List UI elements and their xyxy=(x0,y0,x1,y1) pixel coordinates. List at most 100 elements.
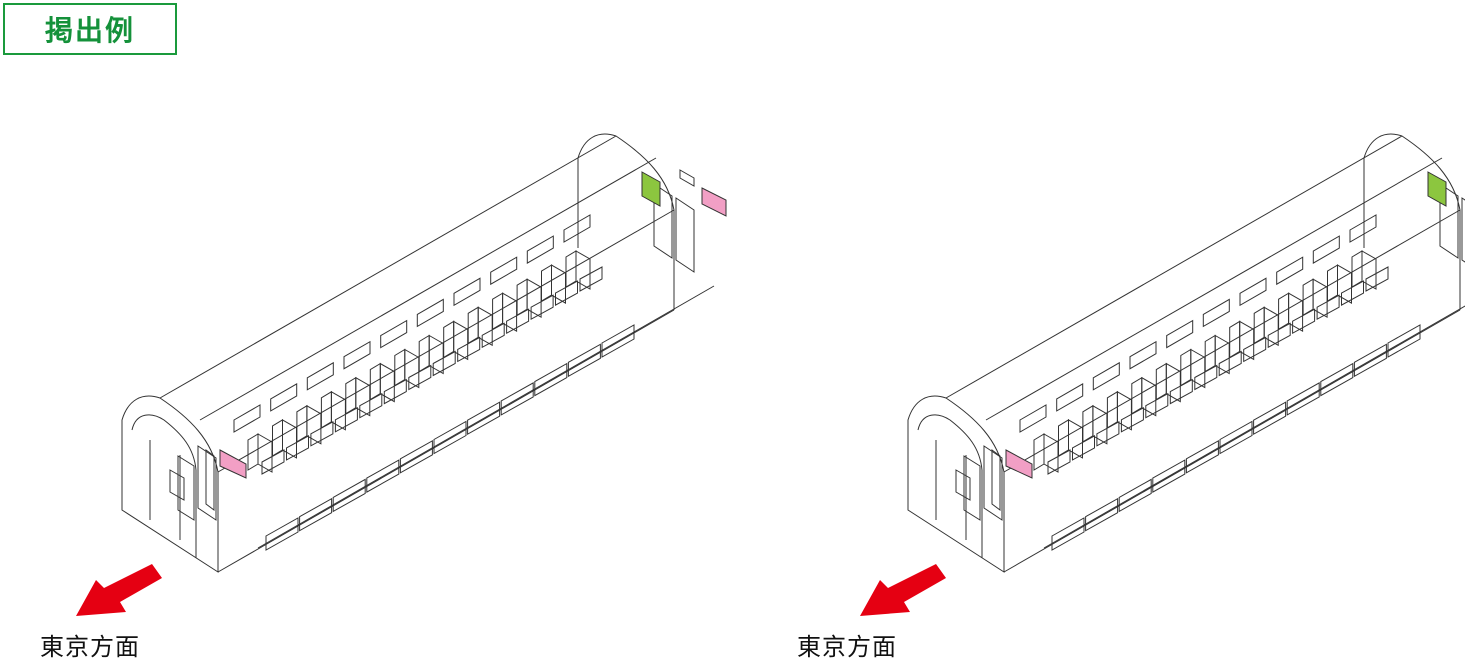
side-window-8 xyxy=(1320,362,1354,397)
rear-end-wall xyxy=(577,133,675,310)
upper-window-6 xyxy=(1239,277,1267,307)
seat-cushion-7 xyxy=(432,350,456,377)
lower-side-line xyxy=(1003,309,1461,573)
rear-end-wall xyxy=(1363,133,1461,310)
car-label-odd-text: 奇数号車 xyxy=(64,227,176,259)
front-end-door-frame xyxy=(917,414,983,558)
side-window-0 xyxy=(265,517,299,551)
seat-side-7 xyxy=(1214,334,1230,375)
front-cab-step xyxy=(169,469,185,501)
seat-side-9 xyxy=(477,306,493,347)
seat-side-7 xyxy=(428,334,444,375)
side-window-3 xyxy=(366,459,400,493)
seat-side-3 xyxy=(1116,390,1132,431)
upper-window-4 xyxy=(1166,319,1194,349)
side-window-1 xyxy=(1085,497,1119,532)
seat-side-10 xyxy=(502,292,518,333)
upper-window-8 xyxy=(526,235,554,264)
upper-side-line xyxy=(1003,209,1461,473)
seat-side-11 xyxy=(1312,278,1328,319)
upper-window-2 xyxy=(306,361,334,391)
seat-cushion-6 xyxy=(1194,364,1218,391)
seat-cushion-7 xyxy=(1218,350,1242,377)
seat-side-11 xyxy=(526,278,542,319)
front-end-door-frame xyxy=(131,414,197,558)
seat-cushion-4 xyxy=(1145,392,1169,419)
seat-cushion-4 xyxy=(359,392,383,419)
seat-side-0 xyxy=(1043,433,1059,473)
side-window-8 xyxy=(534,362,568,397)
front-cab-step xyxy=(955,469,971,501)
upper-window-7 xyxy=(1276,256,1304,286)
side-window-1 xyxy=(299,497,333,532)
floor-edge-line xyxy=(257,285,715,549)
seat-cushion-1 xyxy=(286,435,309,461)
sign-pink-front xyxy=(219,449,247,479)
seat-cushion-3 xyxy=(334,406,358,433)
seat-cushion-12 xyxy=(1341,280,1364,306)
side-window-4 xyxy=(399,439,433,474)
seat-side-4 xyxy=(1141,376,1157,417)
upper-window-8 xyxy=(1312,235,1340,264)
arrow-down-left-icon-even xyxy=(860,564,946,616)
side-window-5 xyxy=(433,420,467,455)
side-window-2 xyxy=(1118,478,1152,513)
seat-cushion-8 xyxy=(457,336,481,363)
seat-side-13 xyxy=(1361,250,1377,290)
arrow-down-left-icon-odd xyxy=(76,564,162,616)
car-label-even: 偶数号車 xyxy=(877,219,1055,261)
seat-side-8 xyxy=(1239,320,1255,361)
direction-label-even: 東京方面 xyxy=(797,633,897,661)
side-window-10 xyxy=(1387,324,1421,358)
side-window-0 xyxy=(1051,517,1085,551)
car-label-even-text: 偶数号車 xyxy=(893,227,1005,259)
seat-side-9 xyxy=(1263,306,1279,347)
roof-ridge-line xyxy=(159,135,617,399)
side-window-9 xyxy=(567,343,601,378)
seat-cushion-13 xyxy=(579,266,603,292)
upper-window-3 xyxy=(343,340,371,370)
side-window-5 xyxy=(1219,420,1253,455)
seat-cushion-9 xyxy=(481,322,505,349)
seat-side-5 xyxy=(1165,362,1181,403)
seat-cushion-5 xyxy=(1169,378,1193,405)
rear-door-leaf-left xyxy=(1439,183,1459,259)
rear-door-indicator xyxy=(679,169,695,187)
front-end-wall xyxy=(121,395,219,573)
sign-green-rear xyxy=(1427,171,1447,207)
side-window-7 xyxy=(1286,382,1320,416)
upper-window-3 xyxy=(1129,340,1157,370)
seat-cushion-9 xyxy=(1267,322,1291,349)
seat-cushion-0 xyxy=(261,449,285,475)
seat-side-13 xyxy=(575,250,591,290)
seat-cushion-13 xyxy=(1365,266,1389,292)
side-window-7 xyxy=(500,382,534,416)
seat-cushion-3 xyxy=(1120,406,1144,433)
seat-cushion-0 xyxy=(1047,449,1071,475)
upper-window-0 xyxy=(1019,404,1047,433)
seat-cushion-12 xyxy=(555,280,578,306)
upper-window-1 xyxy=(270,383,298,412)
side-window-6 xyxy=(1253,401,1287,436)
floor-edge-line xyxy=(1043,305,1465,549)
car-label-odd: 奇数号車 xyxy=(48,219,226,261)
sign-pink-rear xyxy=(701,187,727,217)
front-door-window-left xyxy=(205,449,215,511)
upper-window-6 xyxy=(453,277,481,307)
side-window-3 xyxy=(1152,459,1186,493)
upper-window-7 xyxy=(490,256,518,286)
side-window-4 xyxy=(1185,439,1219,474)
front-door-window-left xyxy=(991,449,1001,511)
upper-window-0 xyxy=(233,404,261,433)
seat-side-6 xyxy=(1190,348,1206,389)
seat-side-2 xyxy=(306,404,322,445)
seat-cushion-11 xyxy=(1316,294,1340,321)
seat-cushion-11 xyxy=(530,294,554,321)
seat-side-8 xyxy=(453,320,469,361)
roof-ridge-line xyxy=(945,135,1403,399)
seat-cushion-8 xyxy=(1243,336,1267,363)
seat-side-0 xyxy=(257,433,273,473)
train-car-odd xyxy=(121,133,727,573)
seat-side-10 xyxy=(1288,292,1304,333)
seat-side-12 xyxy=(1337,264,1352,304)
